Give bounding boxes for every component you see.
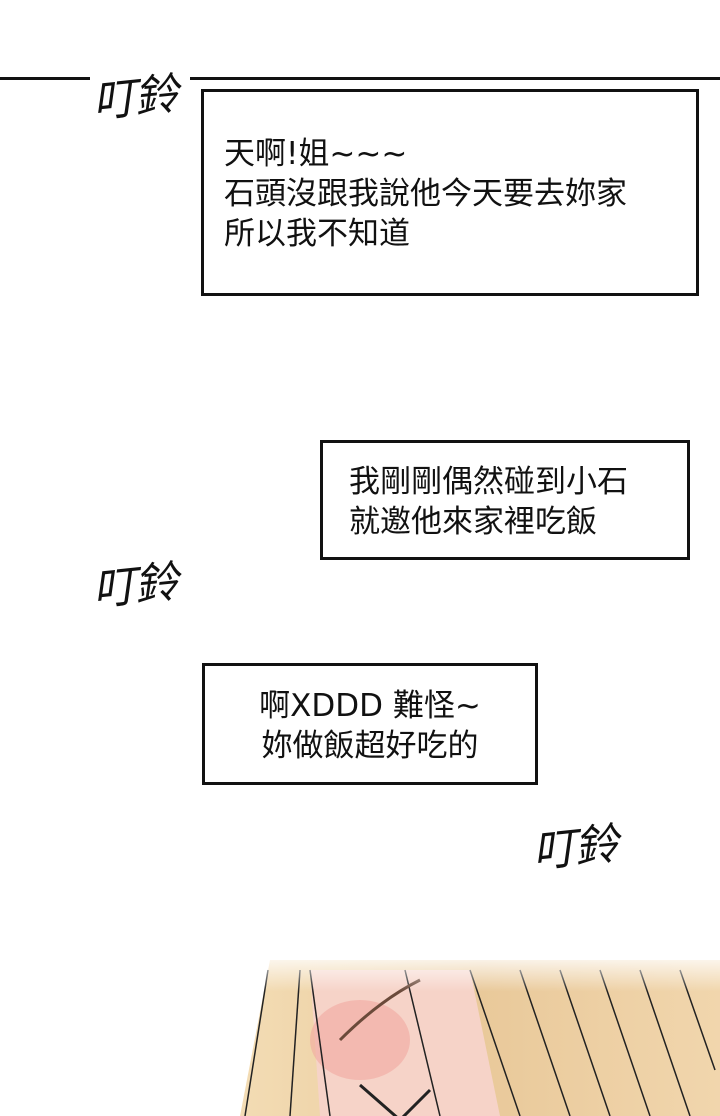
bubble-line: 啊XDDD 難怪~ (259, 688, 481, 724)
bubble-line: 石頭沒跟我說他今天要去妳家 (224, 176, 627, 212)
character-face-illustration (0, 950, 720, 1116)
bubble-line: 就邀他來家裡吃飯 (349, 504, 597, 540)
panel-divider-line (0, 77, 90, 80)
bubble-line: 我剛剛偶然碰到小石 (349, 464, 628, 500)
speech-bubble: 啊XDDD 難怪~ 妳做飯超好吃的 (202, 663, 538, 785)
speech-bubble: 我剛剛偶然碰到小石 就邀他來家裡吃飯 (320, 440, 690, 560)
sound-effect-ring: 叮鈴 (90, 68, 179, 129)
speech-bubble: 天啊!姐~~~ 石頭沒跟我說他今天要去妳家 所以我不知道 (201, 89, 699, 296)
bubble-line: 妳做飯超好吃的 (261, 728, 479, 764)
sound-effect-ring: 叮鈴 (90, 556, 179, 617)
bubble-line: 所以我不知道 (224, 216, 410, 252)
bubble-line: 天啊!姐~~~ (224, 136, 408, 172)
panel-divider-line (190, 77, 720, 80)
sound-effect-ring: 叮鈴 (530, 818, 619, 879)
